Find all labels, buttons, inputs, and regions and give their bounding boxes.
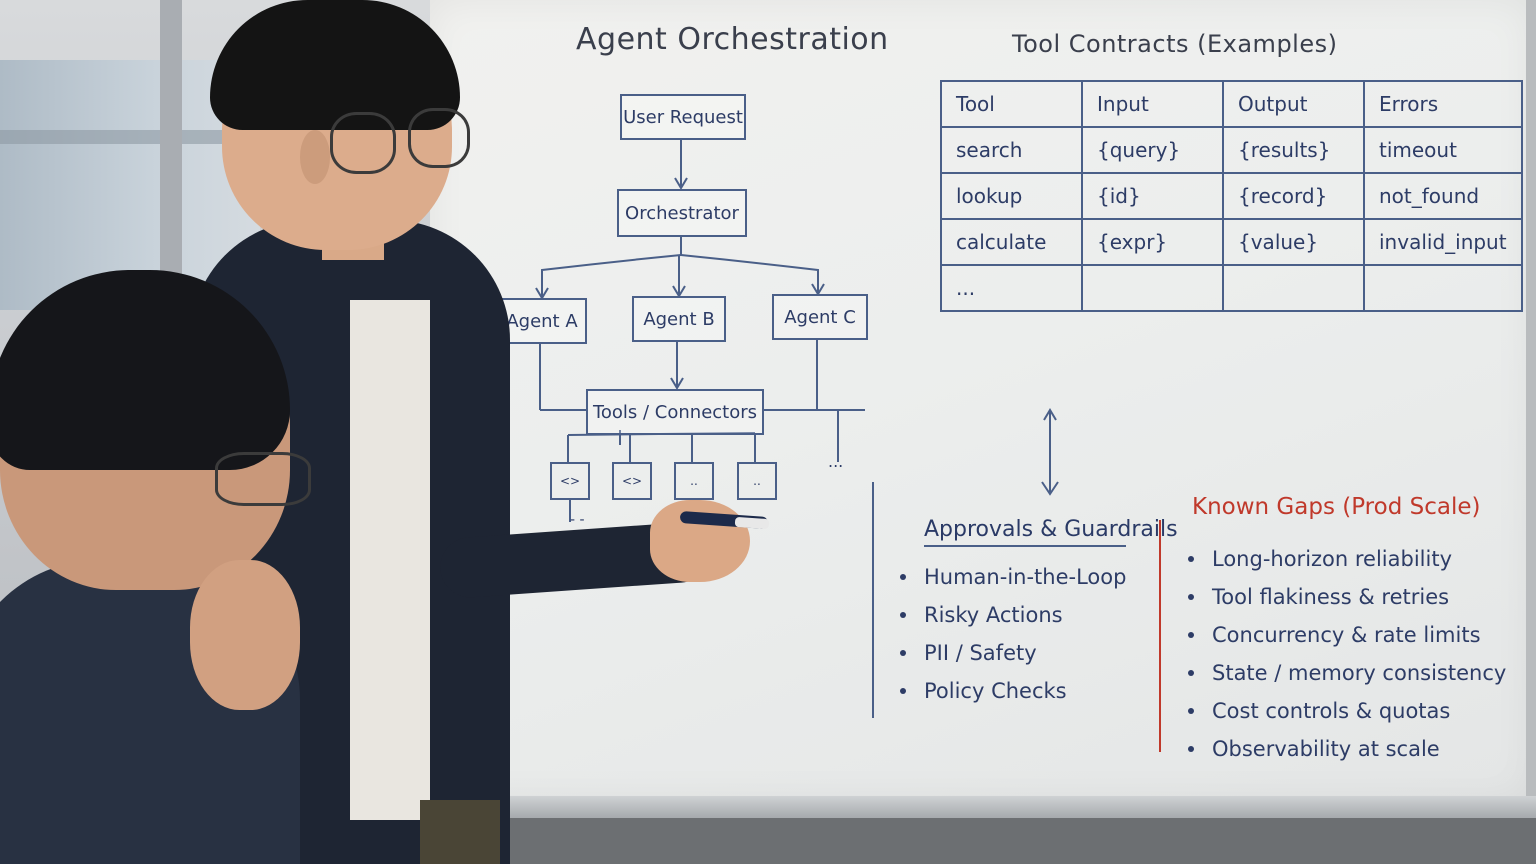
listener-hair: [0, 270, 290, 470]
tool-box-2: <>: [612, 462, 652, 500]
table-header-cell: Output: [1222, 80, 1365, 128]
guardrails-list: Human-in-the-Loop Risky Actions PII / Sa…: [900, 558, 1126, 710]
list-item-label: Policy Checks: [924, 679, 1067, 703]
list-item: Long-horizon reliability: [1188, 540, 1506, 578]
table-row: lookup {id} {record} not_found: [940, 172, 1523, 220]
list-item: Observability at scale: [1188, 730, 1506, 768]
glasses-icon: [408, 108, 470, 168]
list-item-label: State / memory consistency: [1212, 661, 1507, 685]
table-cell: search: [940, 126, 1083, 174]
list-item-label: Concurrency & rate limits: [1212, 623, 1481, 647]
presenter-pants: [420, 800, 500, 864]
diagram-ellipsis-b: - -: [570, 512, 585, 528]
list-item: State / memory consistency: [1188, 654, 1506, 692]
whiteboard-frame: [1526, 0, 1536, 864]
node-user-request: User Request: [620, 94, 746, 140]
glasses-icon: [215, 452, 311, 506]
diagram-ellipsis: ...: [828, 452, 844, 471]
bullet-icon: [1188, 670, 1194, 676]
table-cell: {value}: [1222, 218, 1365, 266]
tool-box-1: <>: [550, 462, 590, 500]
list-item-label: Cost controls & quotas: [1212, 699, 1451, 723]
list-item-label: Risky Actions: [924, 603, 1063, 627]
list-item: Tool flakiness & retries: [1188, 578, 1506, 616]
table-cell: calculate: [940, 218, 1083, 266]
bullet-icon: [1188, 594, 1194, 600]
table-cell: timeout: [1363, 126, 1523, 174]
node-agent-a: Agent A: [497, 298, 587, 344]
pillar: [160, 0, 182, 320]
table-row: calculate {expr} {value} invalid_input: [940, 218, 1523, 266]
tool-box-4: ..: [737, 462, 777, 500]
table-row: ...: [940, 264, 1523, 312]
presenter-shirt: [350, 300, 430, 820]
guardrails-title: Approvals & Guardrails: [924, 517, 1178, 542]
table-header-row: Tool Input Output Errors: [940, 80, 1523, 128]
presenter-hair: [210, 0, 460, 130]
table-cell: {id}: [1081, 172, 1224, 220]
list-item-label: Tool flakiness & retries: [1212, 585, 1450, 609]
table-cell: {query}: [1081, 126, 1224, 174]
table-cell: lookup: [940, 172, 1083, 220]
bullet-icon: [900, 688, 906, 694]
table-header-cell: Tool: [940, 80, 1083, 128]
list-item: Policy Checks: [900, 672, 1126, 710]
list-item-label: PII / Safety: [924, 641, 1037, 665]
bullet-icon: [900, 574, 906, 580]
table-cell: not_found: [1363, 172, 1523, 220]
list-item: PII / Safety: [900, 634, 1126, 672]
table-cell: ...: [940, 264, 1083, 312]
table-cell: {expr}: [1081, 218, 1224, 266]
contracts-title: Tool Contracts (Examples): [1012, 30, 1338, 58]
node-agent-b: Agent B: [632, 296, 726, 342]
table-cell: invalid_input: [1363, 218, 1523, 266]
bullet-icon: [1188, 708, 1194, 714]
table-cell: [1363, 264, 1523, 312]
under-board-area: [495, 818, 1536, 864]
list-item: Risky Actions: [900, 596, 1126, 634]
contracts-table: Tool Input Output Errors search {query} …: [940, 80, 1523, 312]
list-item-label: Observability at scale: [1212, 737, 1440, 761]
tool-box-3: ..: [674, 462, 714, 500]
table-header-cell: Errors: [1363, 80, 1523, 128]
bullet-icon: [1188, 632, 1194, 638]
whiteboard-tray: [495, 796, 1536, 818]
bullet-icon: [900, 612, 906, 618]
list-item: Cost controls & quotas: [1188, 692, 1506, 730]
diagram-title: Agent Orchestration: [576, 22, 889, 57]
table-cell: [1222, 264, 1365, 312]
list-item: Concurrency & rate limits: [1188, 616, 1506, 654]
bullet-icon: [1188, 556, 1194, 562]
table-cell: [1081, 264, 1224, 312]
bullet-icon: [1188, 746, 1194, 752]
list-item: Human-in-the-Loop: [900, 558, 1126, 596]
table-header-cell: Input: [1081, 80, 1224, 128]
table-row: search {query} {results} timeout: [940, 126, 1523, 174]
list-item-label: Human-in-the-Loop: [924, 565, 1127, 589]
table-cell: {record}: [1222, 172, 1365, 220]
window-frame: [0, 130, 250, 144]
bullet-icon: [900, 650, 906, 656]
node-orchestrator: Orchestrator: [617, 189, 747, 237]
table-cell: {results}: [1222, 126, 1365, 174]
gaps-list: Long-horizon reliability Tool flakiness …: [1188, 540, 1506, 768]
presenter-ear: [300, 130, 330, 184]
glasses-icon: [330, 112, 396, 174]
gaps-title: Known Gaps (Prod Scale): [1192, 494, 1481, 520]
list-item-label: Long-horizon reliability: [1212, 547, 1453, 571]
node-agent-c: Agent C: [772, 294, 868, 340]
listener-hand: [190, 560, 300, 710]
node-tools-connectors: Tools / Connectors: [586, 389, 764, 435]
